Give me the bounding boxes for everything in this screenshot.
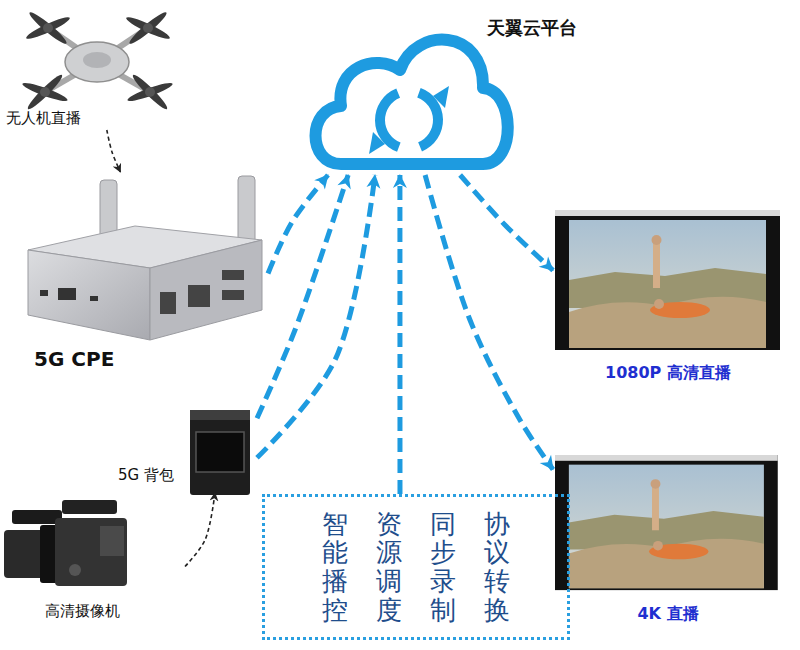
drone-illustration — [145, 87, 155, 97]
screen-4k-illustration — [569, 539, 764, 588]
drone-illustration — [21, 10, 174, 112]
node-label: 天翼云平台 — [487, 16, 577, 40]
drone-illustration — [143, 23, 153, 33]
backpack-illustration — [196, 432, 244, 472]
drone-illustration — [127, 10, 169, 47]
function-label: 同步录制 — [430, 510, 456, 624]
node-label: 5G CPE — [34, 347, 114, 371]
cpe-illustration — [40, 290, 48, 296]
drone-illustration — [40, 87, 50, 97]
camera-illustration — [4, 500, 127, 586]
drone-illustration — [125, 14, 172, 42]
screen-1080p-illustration — [653, 244, 660, 288]
sync-icon — [369, 86, 449, 154]
drone-illustration — [65, 42, 129, 82]
camera-source: 高清摄像机 — [0, 495, 185, 625]
screen-4k-illustration — [555, 455, 778, 461]
sync-icon — [369, 132, 385, 154]
feed-arrow — [185, 493, 215, 567]
drone-illustration — [25, 72, 65, 112]
cpe-illustration — [28, 250, 150, 340]
cpe-illustration — [188, 285, 210, 307]
drone-illustration — [27, 10, 69, 47]
screen-1080p-illustration — [555, 210, 780, 350]
drone-illustration — [21, 80, 69, 104]
sync-icon — [433, 86, 449, 108]
screen-4k-illustration — [555, 455, 778, 590]
node-label: 高清摄像机 — [45, 602, 120, 621]
function-label: 协议转换 — [484, 510, 510, 624]
screen-4k-illustration — [555, 455, 778, 590]
cpe-illustration — [90, 296, 98, 301]
drone-illustration — [126, 80, 174, 104]
camera-illustration — [55, 518, 127, 586]
screen-1080p-illustration — [555, 210, 780, 350]
node-label: 4K 直播 — [637, 604, 698, 625]
node-label: 1080P 高清直播 — [605, 363, 731, 384]
cloud-platform: 天翼云平台 — [305, 8, 585, 175]
camera-illustration — [69, 564, 81, 576]
drone-illustration — [43, 23, 53, 33]
drone-illustration — [25, 14, 72, 42]
drone-illustration — [130, 72, 170, 112]
node-label: 无人机直播 — [6, 109, 81, 128]
data-flow-arrow — [460, 175, 553, 270]
screen-1080p-illustration — [652, 235, 662, 245]
cpe-illustration — [222, 270, 244, 280]
function-label: 资源调度 — [376, 510, 402, 624]
screen-1080p-illustration — [555, 210, 780, 216]
feed-arrow — [107, 130, 121, 172]
cpe-illustration — [28, 176, 262, 340]
cpe-illustration — [150, 240, 262, 340]
backpack-device: 5G 背包 — [112, 405, 257, 493]
data-flow-arrow — [425, 175, 553, 470]
data-flow-arrow — [257, 175, 375, 458]
drone-source: 无人机直播 — [0, 0, 178, 130]
drone-illustration — [83, 52, 111, 68]
node-label: 5G 背包 — [118, 466, 174, 485]
screen-1080p-illustration — [569, 297, 766, 348]
cpe-illustration — [160, 292, 176, 314]
stream-screen: 1080P 高清直播 — [553, 208, 783, 386]
data-flow-arrow — [257, 175, 348, 418]
function-box: 智能播控 资源调度 同步录制 协议转换 — [262, 494, 570, 640]
function-label: 智能播控 — [322, 510, 348, 624]
stream-screen: 4K 直播 — [553, 452, 783, 627]
screen-4k-illustration — [653, 541, 663, 551]
backpack-illustration — [190, 410, 250, 420]
screen-1080p-illustration — [654, 299, 664, 309]
screen-4k-illustration — [651, 479, 661, 489]
backpack-illustration — [190, 410, 250, 495]
screen-4k-illustration — [652, 488, 659, 530]
cpe-device: 5G CPE — [22, 172, 268, 375]
camera-illustration — [100, 526, 124, 556]
data-flow-arrow — [397, 175, 402, 494]
screen-1080p-illustration — [569, 220, 766, 348]
camera-illustration — [62, 500, 117, 514]
cpe-illustration — [222, 290, 244, 300]
cpe-illustration — [58, 288, 76, 300]
backpack-illustration — [190, 410, 250, 495]
cloud-outline — [316, 40, 508, 164]
camera-illustration — [12, 510, 62, 524]
screen-4k-illustration — [569, 465, 764, 589]
